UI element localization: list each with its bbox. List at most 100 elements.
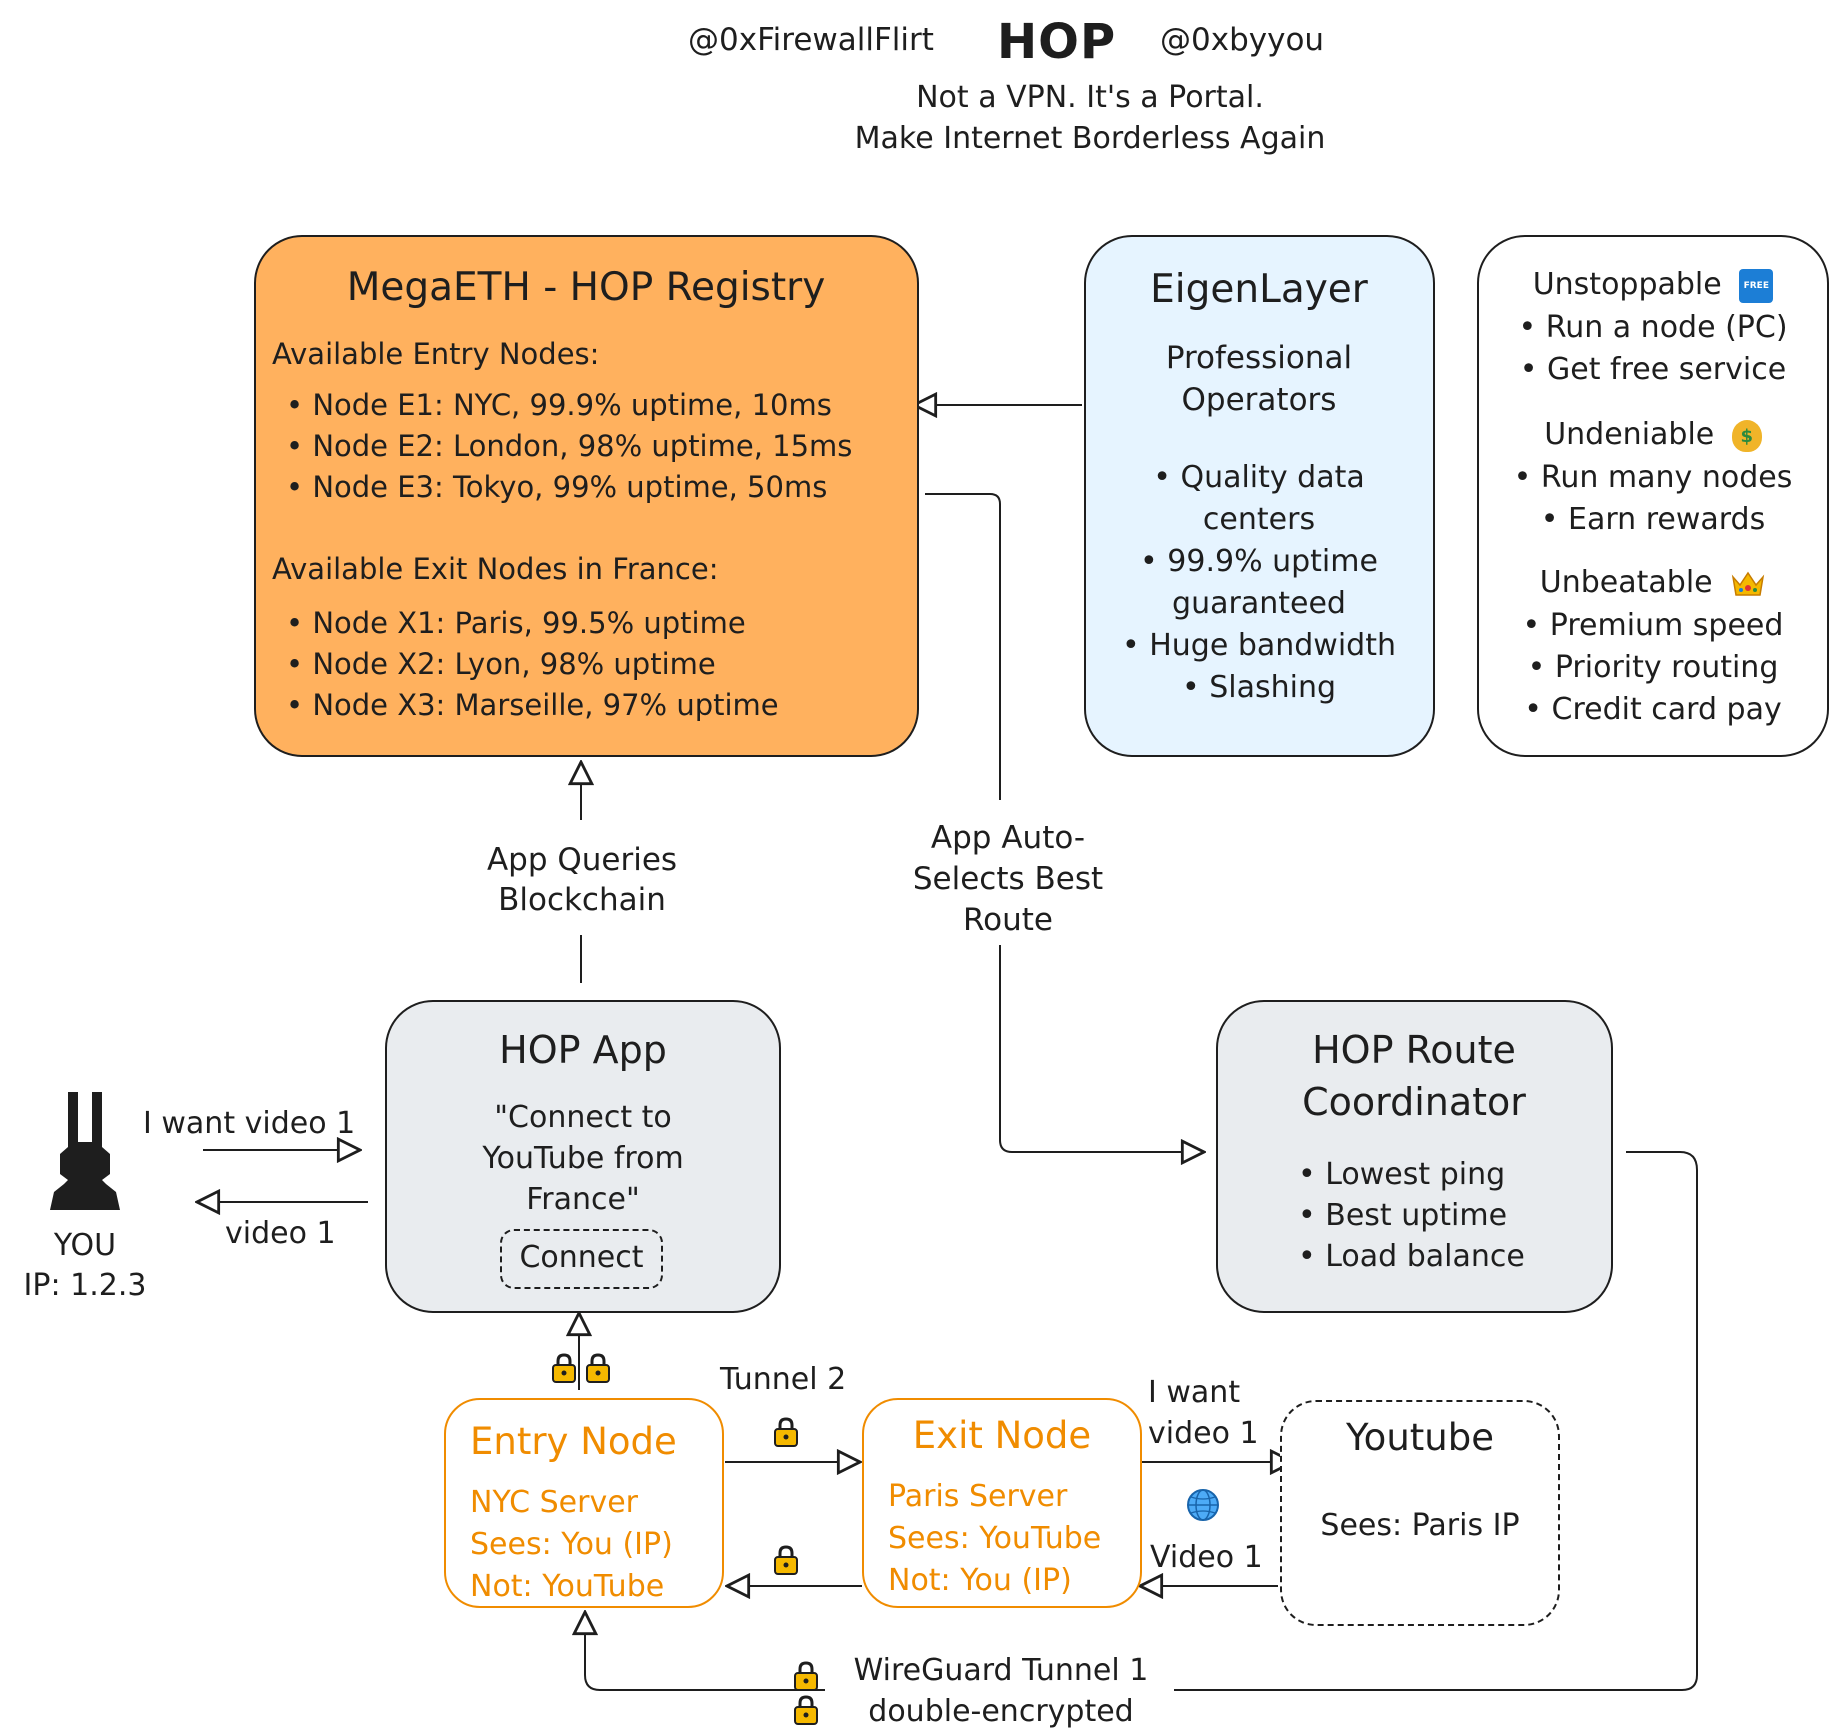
label-video-back: video 1: [225, 1216, 336, 1251]
unbeatable-bullets: • Premium speed • Priority routing • Cre…: [1479, 605, 1827, 731]
unstoppable-bullets: • Run a node (PC) • Get free service: [1479, 307, 1827, 391]
globe-icon: [1187, 1489, 1219, 1521]
tier-title: Unstoppable: [1532, 267, 1722, 302]
label-line: WireGuard Tunnel 1: [853, 1653, 1149, 1688]
label-app-queries: App Queries Blockchain: [460, 840, 704, 920]
list-item: • Credit card pay: [1524, 692, 1782, 727]
hop-app-title: HOP App: [499, 1028, 667, 1072]
list-item: • Huge bandwidth: [1121, 628, 1396, 663]
coordinator-title: HOP Route Coordinator: [1218, 1024, 1610, 1128]
label-line: double-encrypted: [868, 1694, 1134, 1729]
hop-app-box: HOP App "Connect to YouTube from France"…: [385, 1000, 781, 1313]
lock-icon: [552, 1353, 576, 1383]
eigenlayer-title: EigenLayer: [1150, 267, 1368, 312]
registry-title: MegaETH - HOP Registry: [346, 265, 826, 310]
list-item: • Get free service: [1519, 352, 1787, 387]
detail-line: Sees: YouTube: [888, 1521, 1102, 1556]
entry-node-title: Entry Node: [470, 1420, 677, 1463]
label-auto-selects: App Auto- Selects Best Route: [878, 818, 1138, 941]
detail-line: NYC Server: [470, 1485, 638, 1520]
list-item: • Node X1: Paris, 99.5% uptime: [286, 606, 746, 640]
hop-app-quote: "Connect to YouTube from France": [387, 1097, 779, 1220]
entry-nodes-list: • Node E1: NYC, 99.9% uptime, 10ms • Nod…: [286, 385, 852, 508]
lock-icon: [794, 1695, 818, 1725]
user-name: YOU: [53, 1228, 117, 1263]
label-line: Blockchain: [498, 882, 666, 918]
label-video-1-back: Video 1: [1150, 1540, 1263, 1575]
label-wireguard: WireGuard Tunnel 1 double-encrypted: [832, 1650, 1170, 1732]
list-item: • Node X3: Marseille, 97% uptime: [286, 688, 779, 722]
entry-node-lines: NYC Server Sees: You (IP) Not: YouTube: [470, 1482, 673, 1608]
list-item: • Run a node (PC): [1518, 310, 1788, 345]
exit-node-box: Exit Node Paris Server Sees: YouTube Not…: [862, 1398, 1142, 1608]
handle-right[interactable]: @0xbyyou: [1160, 22, 1325, 58]
tier-undeniable: Undeniable $: [1479, 417, 1827, 452]
list-item: • Node E2: London, 98% uptime, 15ms: [286, 429, 853, 463]
youtube-sees: Sees: Paris IP: [1320, 1508, 1520, 1543]
label-line: Selects Best: [912, 861, 1104, 897]
arrow-coordinator-to-entry: [585, 1151, 1698, 1691]
arrow-registry-to-coordinator: [925, 493, 1204, 1152]
label-i-want-video: I want video 1: [143, 1106, 356, 1141]
detail-line: Paris Server: [888, 1479, 1068, 1514]
crown-icon: [1732, 571, 1765, 596]
hop-logo: HOP: [997, 14, 1117, 70]
registry-box: MegaETH - HOP Registry Available Entry N…: [254, 235, 919, 757]
connect-button[interactable]: Connect: [500, 1229, 663, 1289]
list-item: • Premium speed: [1522, 608, 1784, 643]
eigenlayer-bullets: • Quality data centers • 99.9% uptime gu…: [1086, 457, 1432, 709]
subtitle-line: Operators: [1181, 382, 1337, 418]
tagline-2: Make Internet Borderless Again: [854, 121, 1326, 156]
list-item: • Run many nodes: [1513, 460, 1793, 495]
label-tunnel-2: Tunnel 2: [720, 1362, 847, 1397]
handle-left[interactable]: @0xFirewallFlirt: [688, 22, 934, 58]
tier-unstoppable: Unstoppable FREE: [1479, 267, 1827, 303]
tier-title: Undeniable: [1544, 417, 1715, 452]
eigenlayer-subtitle: Professional Operators: [1086, 337, 1432, 421]
list-item: • Node E3: Tokyo, 99% uptime, 50ms: [286, 470, 828, 504]
entry-node-box: Entry Node NYC Server Sees: You (IP) Not…: [444, 1398, 724, 1608]
tier-unbeatable: Unbeatable: [1479, 565, 1827, 600]
free-icon: FREE: [1739, 268, 1774, 303]
detail-line: Not: YouTube: [470, 1569, 665, 1604]
label-line: App Auto-: [930, 820, 1086, 856]
list-item: • 99.9% uptime: [1140, 544, 1378, 579]
tiers-box: Unstoppable FREE • Run a node (PC) • Get…: [1477, 235, 1829, 757]
lock-icon: [774, 1417, 798, 1447]
undeniable-bullets: • Run many nodes • Earn rewards: [1479, 457, 1827, 541]
label-i-want-video-exit: I want video 1: [1148, 1372, 1259, 1454]
list-item: • Priority routing: [1527, 650, 1779, 685]
quote-line: "Connect to: [494, 1100, 672, 1135]
label-line: I want: [1148, 1375, 1241, 1410]
lock-icon: [774, 1545, 798, 1575]
list-item: • Node E1: NYC, 99.9% uptime, 10ms: [286, 388, 832, 422]
list-item: • Node X2: Lyon, 98% uptime: [286, 647, 716, 681]
label-line: Route: [963, 902, 1053, 938]
detail-line: Not: You (IP): [888, 1563, 1072, 1598]
lock-icon: [794, 1661, 818, 1691]
list-item: • Best uptime: [1298, 1198, 1508, 1233]
youtube-box: Youtube Sees: Paris IP: [1280, 1400, 1560, 1626]
entry-nodes-heading: Available Entry Nodes:: [272, 337, 600, 371]
coordinator-box: HOP Route Coordinator • Lowest ping • Be…: [1216, 1000, 1613, 1313]
eigenlayer-box: EigenLayer Professional Operators • Qual…: [1084, 235, 1435, 757]
quote-line: France": [526, 1182, 640, 1217]
list-item: • Earn rewards: [1540, 502, 1766, 537]
tier-title: Unbeatable: [1539, 565, 1713, 600]
user-ip: IP: 1.2.3: [23, 1268, 147, 1303]
money-bag-icon: $: [1731, 419, 1762, 452]
quote-line: YouTube from: [482, 1141, 684, 1176]
title-line: HOP Route: [1312, 1028, 1516, 1072]
exit-nodes-list: • Node X1: Paris, 99.5% uptime • Node X2…: [286, 603, 779, 726]
label-line: video 1: [1148, 1416, 1259, 1451]
tagline-1: Not a VPN. It's a Portal.: [916, 80, 1264, 115]
detail-line: Sees: You (IP): [470, 1527, 673, 1562]
exit-node-lines: Paris Server Sees: YouTube Not: You (IP): [888, 1476, 1101, 1602]
list-item: • Quality data: [1153, 460, 1365, 495]
list-item: guaranteed: [1172, 586, 1346, 621]
bunny-icon: [50, 1092, 120, 1210]
exit-nodes-heading: Available Exit Nodes in France:: [272, 552, 719, 586]
list-item: centers: [1202, 502, 1316, 537]
list-item: • Slashing: [1181, 670, 1337, 705]
